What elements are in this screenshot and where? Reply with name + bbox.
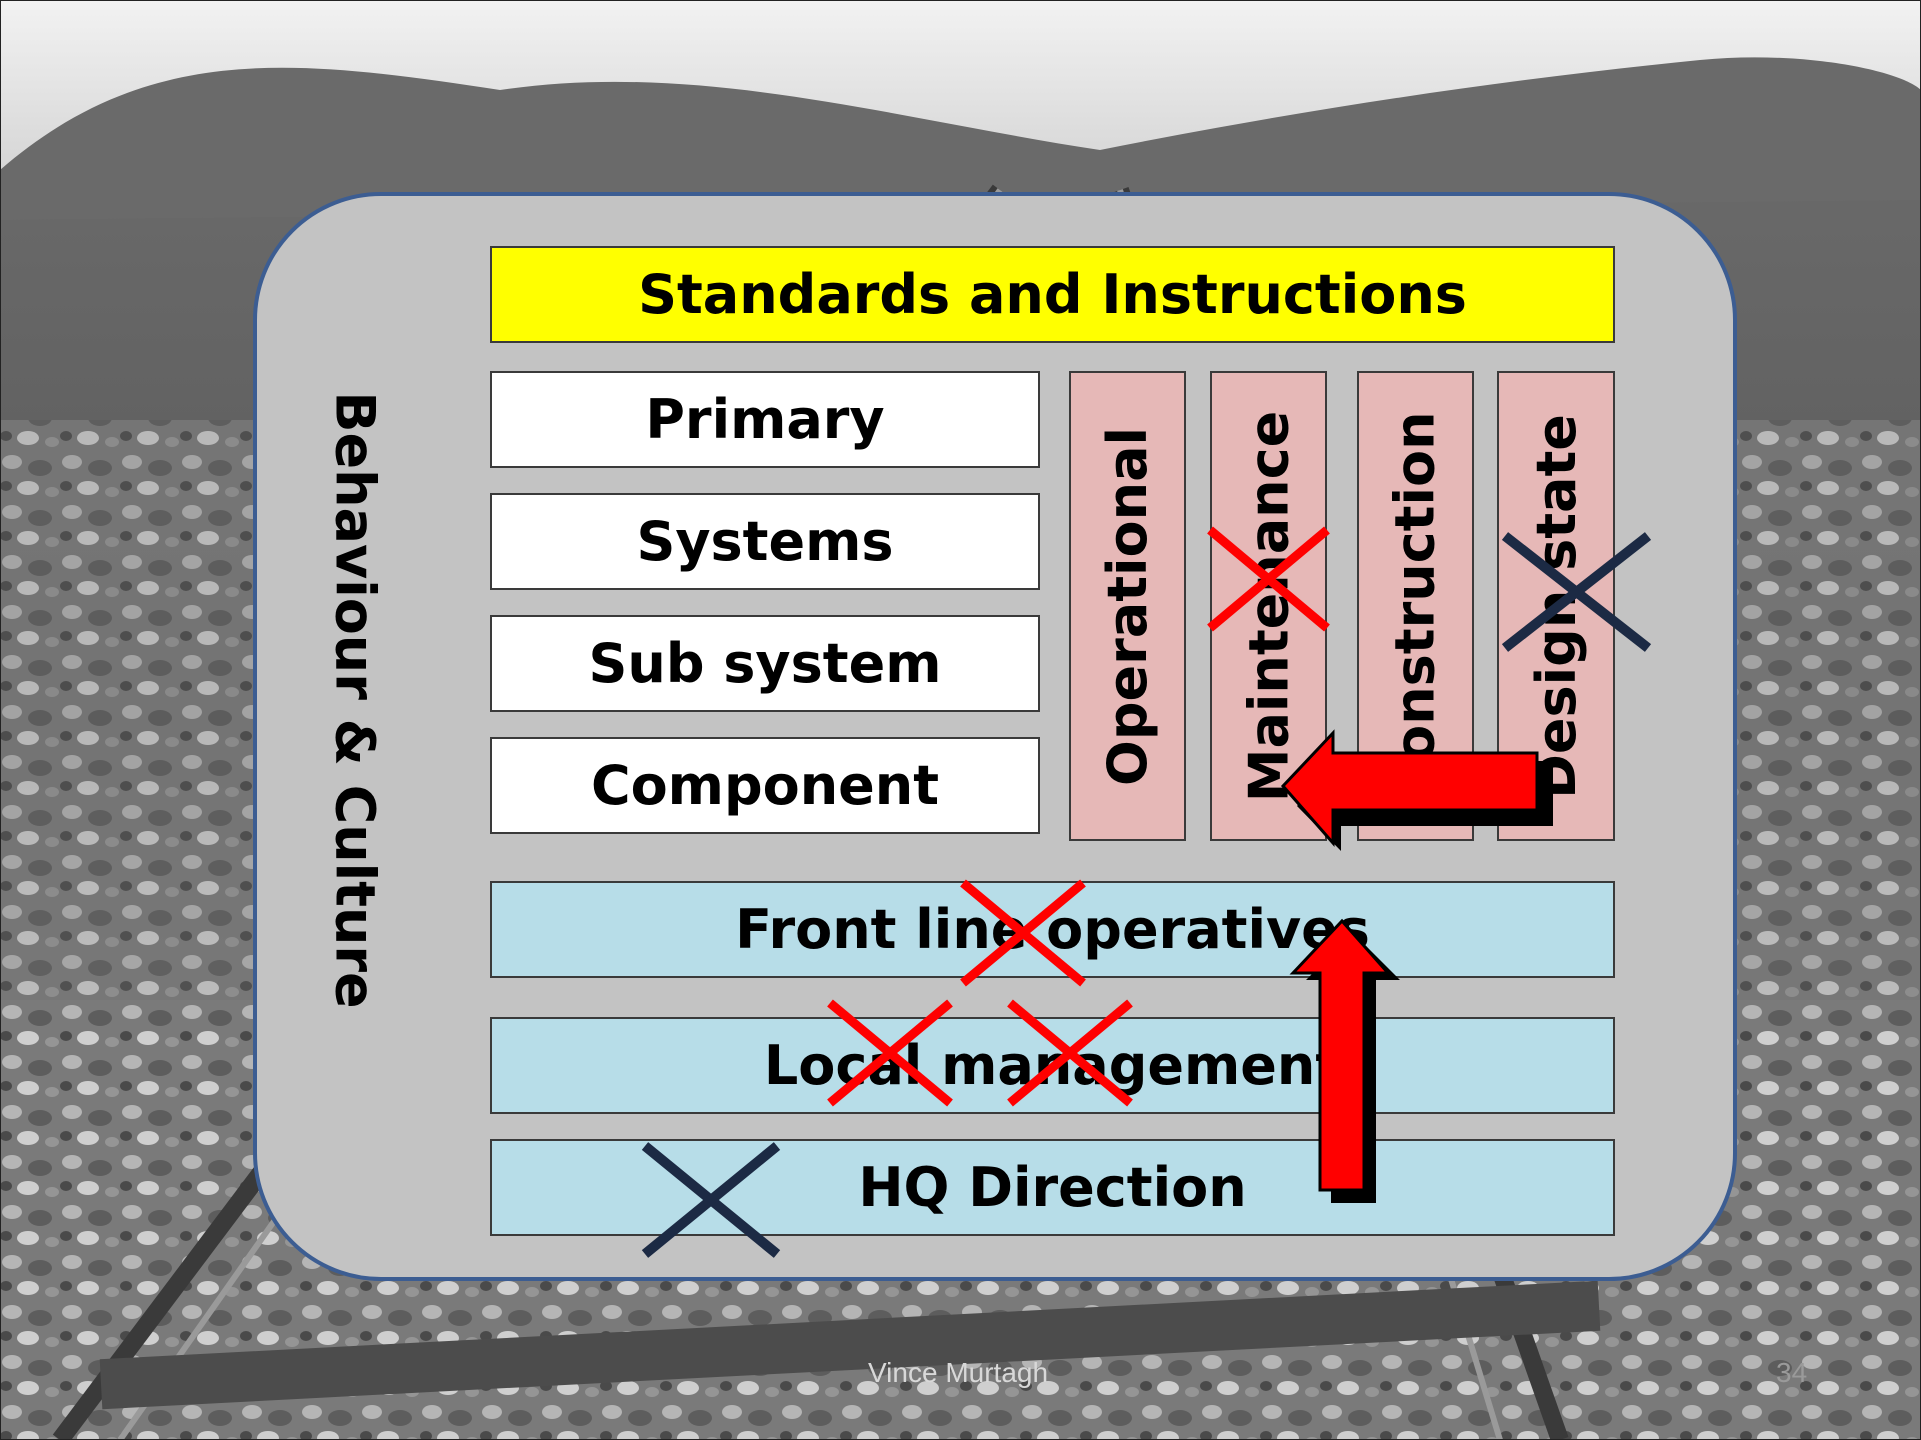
level-component: Component [490, 737, 1040, 834]
level-systems: Systems [490, 493, 1040, 590]
level-primary: Primary [490, 371, 1040, 468]
lifecycle-design-state-label: Design state [1524, 413, 1588, 799]
org-local-management: Local management [490, 1017, 1615, 1114]
lifecycle-construction: Construction [1357, 371, 1474, 841]
lifecycle-construction-label: Construction [1384, 410, 1448, 802]
lifecycle-design-state: Design state [1497, 371, 1615, 841]
lifecycle-operational-label: Operational [1096, 426, 1160, 786]
page-number: 34 [1776, 1357, 1808, 1388]
standards-header: Standards and Instructions [490, 246, 1615, 343]
footer-author: Vince Murtagh [868, 1357, 1049, 1388]
org-hq-direction: HQ Direction [490, 1139, 1615, 1236]
behaviour-culture-label: Behaviour & Culture [323, 391, 387, 1009]
lifecycle-operational: Operational [1069, 371, 1186, 841]
lifecycle-maintenance: Maintenance [1210, 371, 1327, 841]
lifecycle-maintenance-label: Maintenance [1237, 410, 1300, 802]
org-front-line-operatives: Front line operatives [490, 881, 1615, 978]
level-sub-system: Sub system [490, 615, 1040, 712]
